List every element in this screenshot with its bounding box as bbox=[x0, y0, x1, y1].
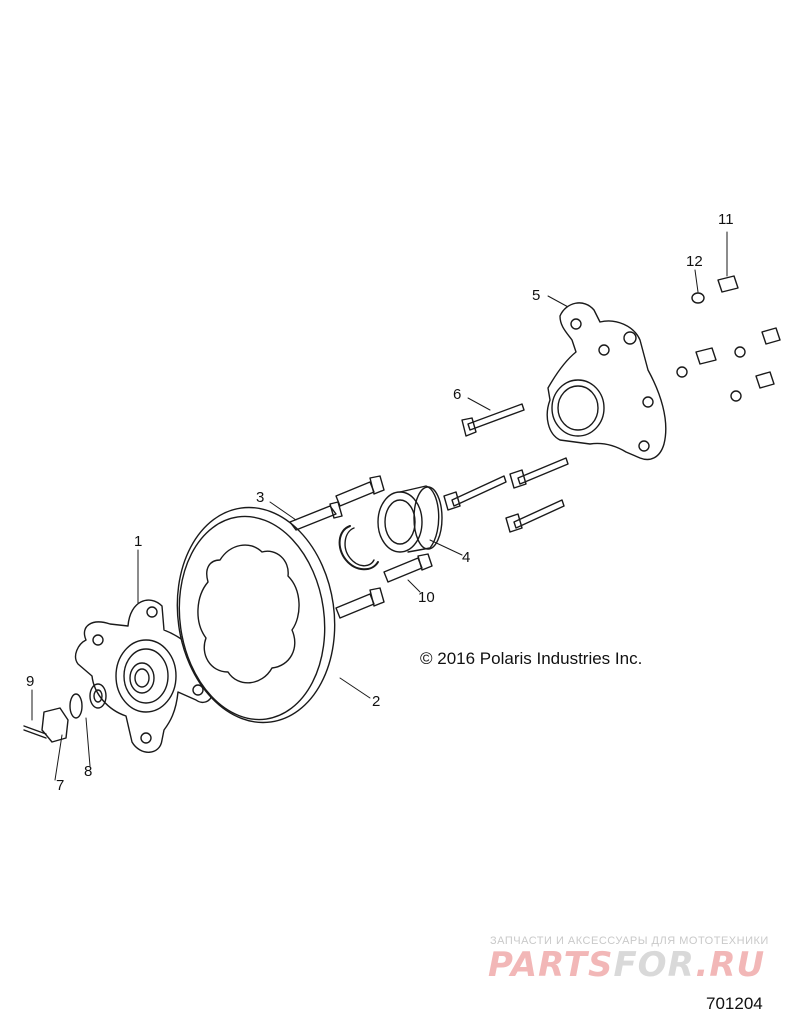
callout-7: 7 bbox=[56, 777, 65, 794]
callout-4: 4 bbox=[462, 549, 471, 566]
callout-10: 10 bbox=[418, 589, 435, 606]
wheel-studs-10 bbox=[383, 553, 433, 583]
knuckle-bolts bbox=[443, 403, 569, 533]
wheel-bearing bbox=[377, 485, 443, 553]
nuts-and-washers bbox=[676, 275, 781, 402]
callout-2: 2 bbox=[372, 693, 381, 710]
wheel-hub bbox=[74, 599, 213, 753]
watermark-tagline: ЗАПЧАСТИ И АКСЕССУАРЫ ДЛЯ МОТОТЕХНИКИ bbox=[490, 935, 769, 947]
callout-11: 11 bbox=[718, 211, 734, 228]
callout-8: 8 bbox=[84, 763, 93, 780]
callout-6: 6 bbox=[453, 386, 462, 403]
watermark-brand: PARTSFOR.RU bbox=[488, 945, 766, 985]
callout-3: 3 bbox=[256, 489, 265, 506]
callout-1: 1 bbox=[134, 533, 143, 550]
callout-5: 5 bbox=[532, 287, 541, 304]
callout-12: 12 bbox=[686, 253, 703, 270]
leader-lines bbox=[31, 231, 728, 781]
figure-number: 701204 bbox=[706, 994, 763, 1013]
retaining-ring bbox=[338, 525, 379, 571]
brake-disc bbox=[176, 506, 336, 724]
wheel-studs bbox=[289, 475, 385, 619]
callout-9: 9 bbox=[26, 673, 35, 690]
axle-nut-set bbox=[23, 683, 107, 743]
copyright-notice: © 2016 Polaris Industries Inc. bbox=[420, 649, 643, 668]
steering-knuckle bbox=[546, 302, 667, 461]
